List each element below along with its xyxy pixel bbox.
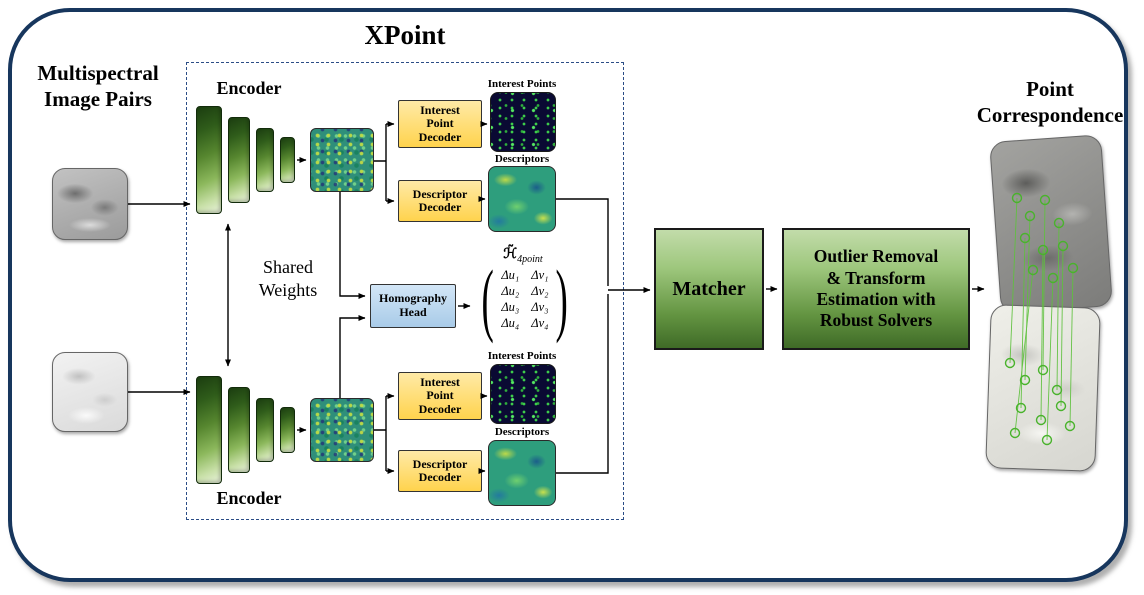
interest-points-label-top: Interest Points [487, 78, 557, 90]
input-pairs-label: Multispectral Image Pairs [37, 61, 159, 112]
encoder-bottom-layer-3 [256, 398, 274, 462]
matrix-cell: Δv₁ [531, 267, 549, 282]
interest-points-image-top [490, 92, 556, 152]
matrix-right-paren: ) [555, 253, 569, 344]
matrix-grid: Δu₁ Δv₁ Δu₂ Δv₂ Δu₃ Δv₃ Δu₄ Δv₄ [501, 267, 548, 332]
descriptors-image-bottom [488, 440, 556, 506]
encoder-bottom-label: Encoder [216, 488, 282, 508]
matrix-cell: Δu₃ [501, 300, 520, 314]
interest-point-decoder-top: Interest Point Decoder [398, 100, 482, 148]
matrix-cell: Δu₂ [501, 283, 520, 298]
descriptors-label-top: Descriptors [494, 153, 550, 165]
interest-point-decoder-bottom: Interest Point Decoder [398, 372, 482, 420]
encoder-top-layer-4 [280, 137, 295, 183]
homography-head-box: Homography Head [370, 284, 456, 328]
descriptor-decoder-bottom: Descriptor Decoder [398, 450, 482, 492]
outlier-removal-box: Outlier Removal & Transform Estimation w… [782, 228, 970, 350]
matrix-cell: Δu₁ [501, 267, 520, 282]
interest-points-label-bottom: Interest Points [487, 350, 557, 362]
descriptors-image-top [488, 166, 556, 232]
homography-symbol-h: ℋ̃ [503, 247, 518, 262]
encoder-bottom-layer-1 [196, 376, 222, 484]
encoder-top-layer-2 [228, 117, 250, 203]
input-image-bottom [52, 352, 128, 432]
matrix-left-paren: ( [481, 253, 494, 344]
diagram-title: XPoint [364, 20, 446, 50]
descriptors-label-bottom: Descriptors [494, 426, 550, 438]
homography-matrix: ( Δu₁ Δv₁ Δu₂ Δv₂ Δu₃ Δv₃ Δu₄ Δv₄ ) [474, 253, 570, 344]
matrix-cell: Δv₃ [531, 300, 549, 314]
encoder-bottom-layer-4 [280, 407, 295, 453]
encoder-bottom-layer-2 [228, 387, 250, 473]
encoder-top-layer-1 [196, 106, 222, 214]
feature-map-bottom [310, 398, 374, 462]
matrix-cell: Δu₄ [501, 316, 520, 331]
matrix-cell: Δv₂ [531, 283, 549, 298]
encoder-top-layer-3 [256, 128, 274, 192]
point-correspondence-label: Point Correspondence [976, 77, 1124, 128]
input-image-top [52, 168, 128, 240]
descriptor-decoder-top: Descriptor Decoder [398, 180, 482, 222]
shared-weights-label: Shared Weights [258, 257, 318, 301]
interest-points-image-bottom [490, 364, 556, 424]
homography-symbol: ℋ̃4point [478, 246, 568, 265]
matrix-cell: Δv₄ [531, 316, 549, 331]
encoder-top-label: Encoder [216, 78, 282, 98]
matched-image-bottom [985, 304, 1101, 472]
feature-map-top [310, 128, 374, 192]
matched-image-top [989, 134, 1113, 314]
matcher-box: Matcher [654, 228, 764, 350]
xpoint-dashed-box [186, 62, 624, 520]
homography-symbol-sub: 4point [517, 253, 543, 265]
